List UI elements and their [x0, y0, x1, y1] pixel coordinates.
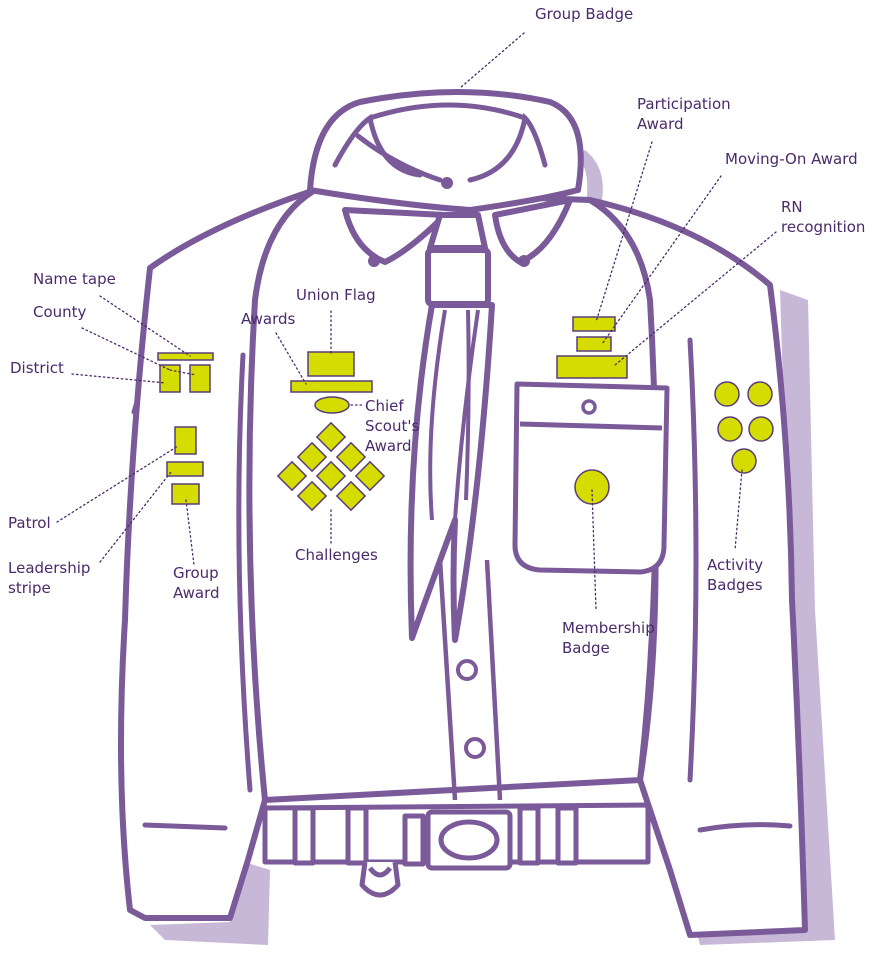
activity-badge: [747, 381, 773, 407]
challenge-badge: [335, 441, 367, 473]
neckerchief-folds: [428, 309, 480, 521]
moving-on-award-badge: [576, 336, 612, 352]
seams: [131, 337, 793, 833]
shirt-buttons: [456, 659, 486, 759]
label-name-tape: Name tape: [33, 270, 116, 288]
label-rn-recognition: RN recognition: [781, 198, 866, 236]
label-activity-badges: Activity Badges: [707, 556, 764, 594]
county-badge: [159, 364, 181, 393]
label-awards: Awards: [241, 310, 296, 328]
label-participation-award: Participation Award: [637, 95, 731, 133]
activity-badge: [714, 381, 740, 407]
chief-scouts-award-badge: [314, 396, 350, 414]
collar-details: [332, 102, 548, 183]
challenge-badge: [276, 460, 308, 492]
leader-line-leadership-stripe: [99, 471, 172, 563]
name-tape-badge: [157, 352, 214, 361]
label-membership-badge: Membership Badge: [562, 619, 655, 657]
challenge-badge: [315, 421, 347, 453]
label-group-badge: Group Badge: [535, 5, 634, 23]
label-chief-scouts-award: Chief Scout's Award: [365, 397, 420, 455]
challenge-badge: [354, 460, 386, 492]
badges: [157, 316, 774, 512]
label-district: District: [10, 359, 64, 377]
collar: [307, 89, 584, 265]
label-patrol: Patrol: [8, 514, 51, 532]
challenges-badges: [276, 421, 386, 512]
activity-badge: [717, 416, 743, 442]
leader-line-group-award: [185, 499, 195, 566]
patrol-badge: [174, 426, 197, 455]
leader-line-name-tape: [99, 295, 191, 357]
neckerchief: [407, 212, 495, 643]
leader-line-county: [81, 327, 171, 371]
leader-line-awards: [275, 332, 307, 385]
challenge-badge: [315, 460, 347, 492]
challenge-badge: [296, 480, 328, 512]
leadership-stripe-badge: [166, 461, 204, 477]
group-award-badge: [171, 483, 200, 505]
leader-lines: [56, 32, 777, 611]
leader-line-rn-recognition: [614, 231, 777, 366]
district-badge: [189, 364, 211, 393]
belt: [262, 802, 651, 898]
leader-line-moving-on-award: [601, 175, 722, 345]
leader-line-patrol: [56, 445, 179, 523]
label-county: County: [33, 303, 87, 321]
leader-line-group-badge: [459, 32, 525, 89]
leader-line-county-2: [169, 369, 197, 376]
placket: [437, 559, 503, 801]
woggle: [425, 247, 491, 307]
label-challenges: Challenges: [295, 546, 378, 564]
union-flag-badge: [307, 351, 355, 377]
leader-line-activity: [734, 469, 743, 551]
challenge-badge: [335, 480, 367, 512]
leader-line-participation-award: [595, 141, 653, 323]
label-moving-on-award: Moving-On Award: [725, 150, 858, 168]
challenge-badge: [296, 441, 328, 473]
label-leadership-stripe: Leadership stripe: [8, 559, 91, 597]
rn-recognition-badge: [556, 355, 628, 379]
activity-badges: [714, 381, 774, 474]
activity-badge: [748, 416, 774, 442]
label-group-award: Group Award: [173, 564, 220, 602]
awards-badge: [290, 380, 373, 393]
pocket-button: [581, 399, 597, 415]
collar-buttons: [368, 177, 530, 267]
leader-line-membership: [591, 489, 597, 611]
label-union-flag: Union Flag: [296, 286, 376, 304]
activity-badge: [731, 448, 757, 474]
participation-award-badge: [572, 316, 616, 332]
